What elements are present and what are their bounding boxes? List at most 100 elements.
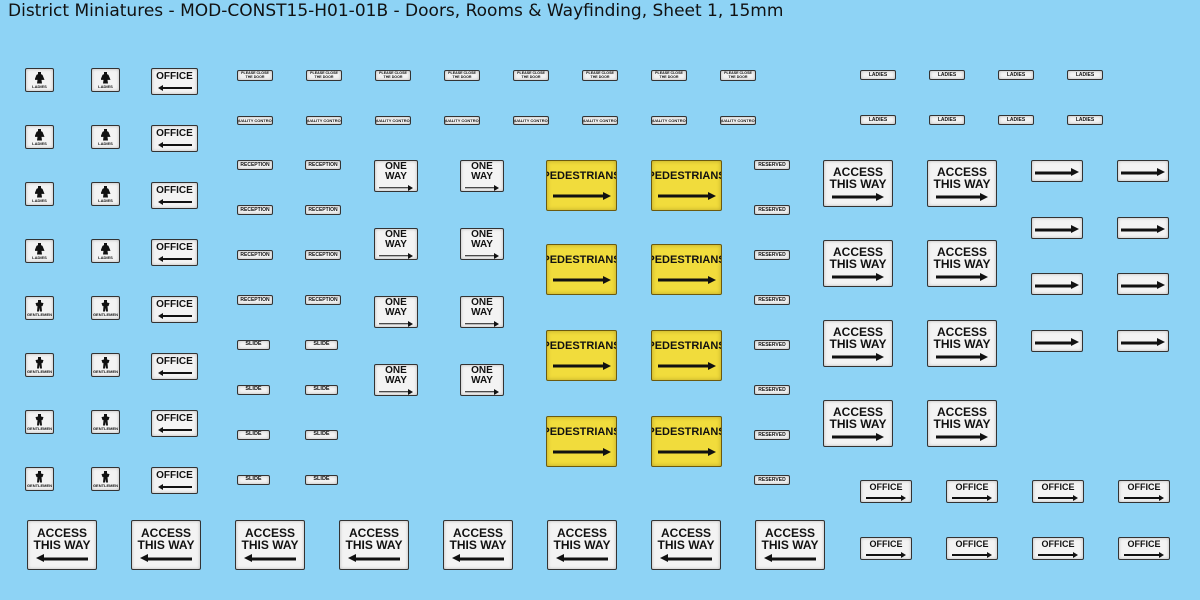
pedestrians-sign: PEDESTRIANS: [651, 244, 722, 295]
ladies-toilet-sign: LADIES: [91, 125, 120, 149]
arrow-right-icon: [552, 447, 611, 457]
one-way-label-way: WAY: [385, 238, 407, 250]
one-way-label-one: ONE: [385, 228, 407, 240]
this-way-label: THIS WAY: [933, 176, 991, 191]
quality-control-sign: QUALITY CONTROL: [237, 116, 273, 125]
office-sign: OFFICE: [151, 410, 198, 437]
arrow-right-icon: [832, 432, 884, 442]
one-way-label-way: WAY: [385, 374, 407, 386]
slide-sign: SLIDE: [305, 430, 338, 440]
reserved-label: RESERVED: [758, 296, 786, 303]
please-close-door-sign: PLEASE CLOSE THE DOOR: [720, 70, 756, 81]
access-label: ACCESS: [832, 164, 883, 179]
quality-control-sign: QUALITY CONTROL: [720, 116, 756, 125]
this-way-label: THIS WAY: [553, 538, 611, 552]
arrow-sign: [1031, 330, 1083, 352]
ladies-toilet-sign: LADIES: [25, 68, 54, 92]
arrow-right-icon: [1121, 281, 1165, 290]
arrow-left-icon: [157, 484, 192, 490]
this-way-label: THIS WAY: [33, 538, 91, 552]
reserved-sign: RESERVED: [754, 250, 790, 260]
toilet-label: GENTLEMEN: [92, 311, 119, 317]
arrow-right-icon: [1121, 168, 1165, 177]
arrow-left-icon: [36, 554, 88, 563]
this-way-label: THIS WAY: [829, 336, 887, 351]
one-way-label-one: ONE: [471, 364, 493, 376]
man-icon: [35, 356, 44, 369]
office-sign: OFFICE: [1032, 537, 1084, 560]
reserved-label: RESERVED: [758, 476, 786, 483]
this-way-label: THIS WAY: [761, 538, 819, 552]
this-way-label: THIS WAY: [933, 256, 991, 271]
arrow-right-icon: [1035, 281, 1079, 290]
arrow-sign: [1031, 160, 1083, 182]
woman-icon: [100, 242, 111, 255]
office-sign: OFFICE: [151, 182, 198, 209]
arrow-right-icon: [1124, 494, 1164, 501]
arrow-right-icon: [1035, 168, 1079, 177]
slide-label: SLIDE: [313, 476, 330, 483]
please-close-label: PLEASE CLOSE THE DOOR: [517, 70, 545, 79]
woman-icon: [100, 185, 111, 198]
pedestrians-label: PEDESTRIANS: [651, 425, 722, 438]
one-way-label-way: WAY: [385, 170, 407, 182]
ladies-label: LADIES: [937, 116, 957, 123]
arrow-left-icon: [157, 142, 192, 148]
arrow-left-icon: [157, 370, 192, 376]
reserved-sign: RESERVED: [754, 430, 790, 440]
man-icon: [101, 413, 110, 426]
arrow-right-icon: [465, 320, 499, 327]
ladies-sign: LADIES: [860, 115, 896, 125]
slide-sign: SLIDE: [237, 475, 270, 485]
quality-control-label: QUALITY CONTROL: [306, 117, 342, 123]
arrow-right-icon: [936, 272, 988, 282]
arrow-left-icon: [244, 554, 296, 563]
ladies-label: LADIES: [937, 71, 957, 78]
reserved-sign: RESERVED: [754, 295, 790, 305]
slide-label: SLIDE: [245, 386, 262, 393]
reception-label: RECEPTION: [308, 206, 338, 213]
arrow-sign: [1117, 160, 1169, 182]
arrow-right-icon: [1038, 551, 1078, 558]
reception-sign: RECEPTION: [237, 160, 273, 170]
arrow-left-icon: [764, 554, 816, 563]
quality-control-label: QUALITY CONTROL: [237, 117, 273, 123]
arrow-left-icon: [157, 427, 192, 433]
reception-label: RECEPTION: [240, 161, 270, 168]
access-label: ACCESS: [452, 526, 503, 540]
office-sign: OFFICE: [860, 537, 912, 560]
arrow-left-icon: [157, 85, 192, 91]
pedestrians-sign: PEDESTRIANS: [651, 416, 722, 467]
ladies-label: LADIES: [1006, 116, 1026, 123]
woman-icon: [34, 71, 45, 84]
ladies-label: LADIES: [1075, 71, 1095, 78]
ladies-sign: LADIES: [998, 115, 1034, 125]
access-label: ACCESS: [936, 324, 987, 339]
office-label: OFFICE: [955, 481, 989, 492]
one-way-label-way: WAY: [385, 306, 407, 318]
one-way-label-way: WAY: [471, 374, 493, 386]
arrow-right-icon: [1121, 338, 1165, 347]
reserved-sign: RESERVED: [754, 475, 790, 485]
arrow-right-icon: [832, 352, 884, 362]
access-label: ACCESS: [832, 244, 883, 259]
reception-label: RECEPTION: [240, 296, 270, 303]
reserved-label: RESERVED: [758, 161, 786, 168]
ladies-sign: LADIES: [998, 70, 1034, 80]
ladies-sign: LADIES: [860, 70, 896, 80]
man-icon: [35, 470, 44, 483]
please-close-door-sign: PLEASE CLOSE THE DOOR: [306, 70, 342, 81]
access-label: ACCESS: [36, 526, 87, 540]
toilet-label: LADIES: [32, 140, 47, 146]
reception-sign: RECEPTION: [237, 205, 273, 215]
please-close-door-sign: PLEASE CLOSE THE DOOR: [237, 70, 273, 81]
